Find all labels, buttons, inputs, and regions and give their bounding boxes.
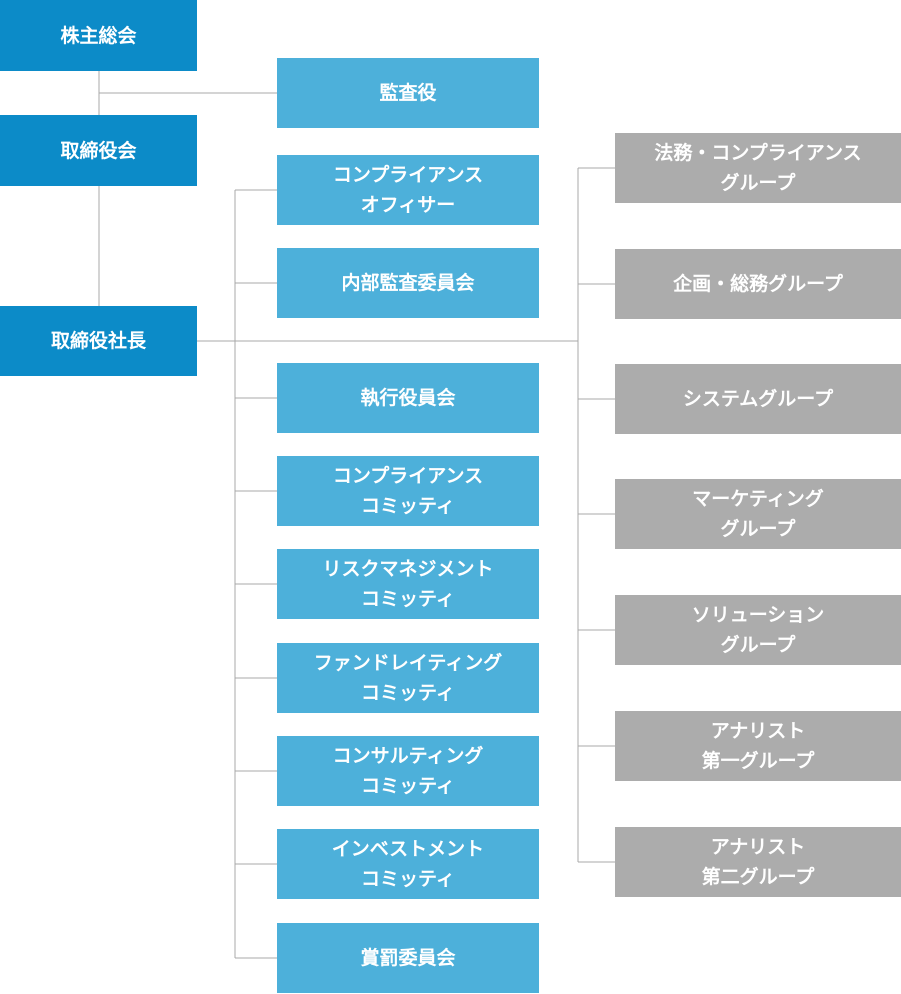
- committee-box: コンプライアンス コミッティ: [277, 456, 539, 526]
- board-of-directors-label: 取締役会: [60, 139, 137, 162]
- committee-label: 内部監査委員会: [341, 272, 475, 294]
- group-box: 企画・総務グループ: [615, 249, 901, 319]
- committee-label: コンプライアンス コミッティ: [332, 465, 484, 517]
- group-label: システムグループ: [682, 388, 834, 410]
- president-label: 取締役社長: [50, 330, 146, 352]
- committee-label: インベストメント コミッティ: [331, 838, 485, 890]
- shareholders-meeting-label: 株主総会: [60, 24, 137, 47]
- shareholders-meeting-box: 株主総会: [0, 0, 197, 71]
- group-box: アナリスト 第二グループ: [615, 827, 901, 897]
- board-of-directors-box: 取締役会: [0, 115, 197, 186]
- committee-box: ファンドレイティング コミッティ: [277, 643, 539, 713]
- president-box: 取締役社長: [0, 306, 197, 376]
- auditor-label: 監査役: [379, 82, 437, 104]
- committee-label: 賞罰委員会: [360, 947, 456, 969]
- committee-box: 内部監査委員会: [277, 248, 539, 318]
- committee-label: コンプライアンス オフィサー: [332, 164, 484, 216]
- group-label: アナリスト 第二グループ: [701, 836, 815, 888]
- group-box: 法務・コンプライアンス グループ: [615, 133, 901, 203]
- committee-box: 賞罰委員会: [277, 923, 539, 993]
- committee-box: コンプライアンス オフィサー: [277, 155, 539, 225]
- committee-box: インベストメント コミッティ: [277, 829, 539, 899]
- group-label: ソリューション グループ: [691, 604, 825, 656]
- group-box: システムグループ: [615, 364, 901, 434]
- committee-label: 執行役員会: [360, 387, 456, 409]
- group-label: マーケティング グループ: [692, 488, 824, 540]
- committee-box: リスクマネジメント コミッティ: [277, 549, 539, 619]
- auditor-box: 監査役: [277, 58, 539, 128]
- committee-label: ファンドレイティング コミッティ: [313, 652, 503, 704]
- committee-label: コンサルティング コミッティ: [332, 745, 484, 797]
- committee-label: リスクマネジメント コミッティ: [322, 558, 494, 610]
- committee-box: 執行役員会: [277, 363, 539, 433]
- group-box: アナリスト 第一グループ: [615, 711, 901, 781]
- committee-box: コンサルティング コミッティ: [277, 736, 539, 806]
- group-box: ソリューション グループ: [615, 595, 901, 665]
- group-label: 法務・コンプライアンス グループ: [654, 142, 862, 194]
- group-label: 企画・総務グループ: [673, 273, 843, 295]
- group-label: アナリスト 第一グループ: [701, 720, 815, 772]
- group-box: マーケティング グループ: [615, 479, 901, 549]
